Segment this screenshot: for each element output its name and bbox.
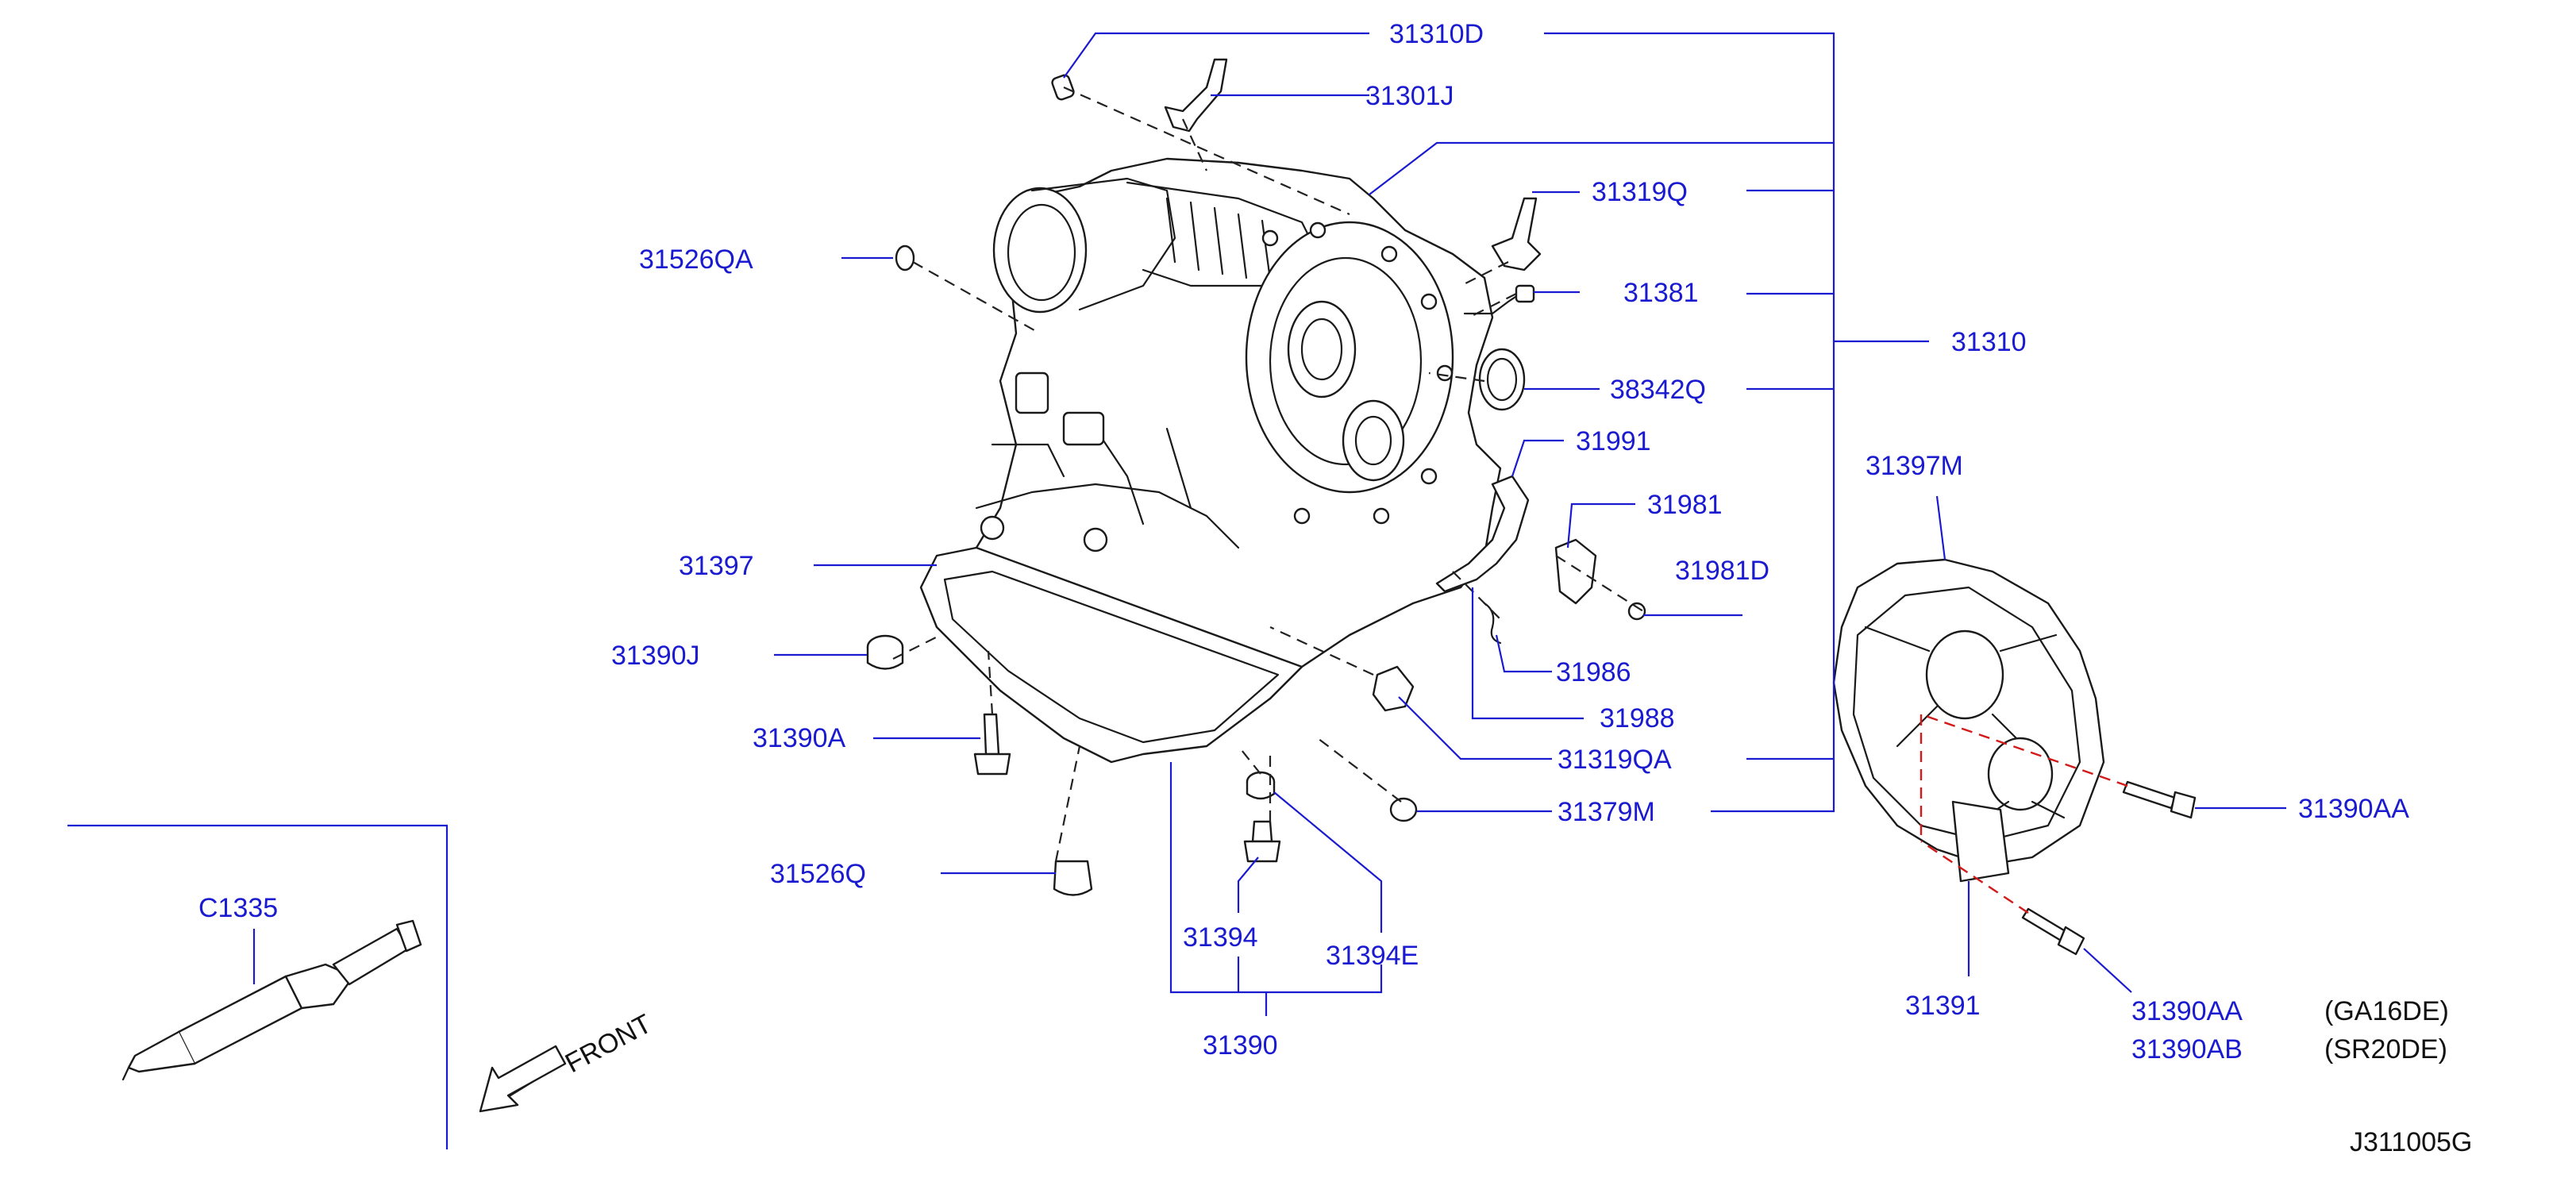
label-31310D: 31310D — [1389, 19, 1484, 49]
part-31319QA-switch — [1372, 665, 1415, 712]
label-31310: 31310 — [1951, 327, 2027, 357]
label-31981D: 31981D — [1675, 556, 1769, 586]
label-31319Q: 31319Q — [1592, 177, 1688, 207]
leader-lines — [252, 32, 2286, 1016]
part-31301J-breather — [1164, 58, 1228, 133]
label-31390J: 31390J — [611, 641, 700, 671]
label-31390AA-lower: 31390AA — [2131, 996, 2243, 1026]
part-31397M-housing-cover — [1832, 558, 2105, 883]
part-31381-fitting — [1463, 284, 1535, 315]
label-31397M: 31397M — [1866, 451, 1963, 481]
label-engine-ga16de: (GA16DE) — [2324, 996, 2449, 1026]
label-31991: 31991 — [1576, 426, 1651, 456]
label-31301J: 31301J — [1365, 81, 1454, 111]
label-front: FRONT — [560, 1009, 657, 1080]
label-31319QA: 31319QA — [1558, 745, 1672, 775]
part-31379M-plug — [1389, 797, 1418, 822]
part-C1335-sealant-tube — [121, 919, 422, 1081]
part-31526QA-oring — [895, 244, 915, 271]
sealant-inset-frame — [67, 824, 449, 1149]
label-31379M: 31379M — [1558, 797, 1655, 827]
label-31390A: 31390A — [753, 723, 846, 753]
label-31390AA-upper: 31390AA — [2298, 794, 2409, 824]
part-38342Q-oil-seal — [1478, 348, 1526, 411]
part-31310D-plug — [1051, 74, 1075, 101]
label-C1335: C1335 — [198, 893, 278, 923]
label-31981: 31981 — [1647, 490, 1723, 520]
front-direction-arrow-icon — [479, 1045, 567, 1113]
label-38342Q: 38342Q — [1610, 375, 1706, 405]
part-bracket-cluster — [1435, 475, 1646, 645]
part-31390J-grommet — [866, 634, 904, 670]
part-31390AA-bolt-lower — [2021, 907, 2085, 956]
label-31391: 31391 — [1905, 991, 1981, 1021]
label-31394E: 31394E — [1326, 941, 1419, 971]
label-31526QA: 31526QA — [639, 244, 753, 275]
part-31526Q-drain-plug — [1053, 860, 1093, 896]
label-31390AB: 31390AB — [2131, 1034, 2243, 1064]
label-31397: 31397 — [679, 551, 754, 581]
part-31390A-bolt — [973, 713, 1011, 776]
label-31394: 31394 — [1183, 922, 1258, 953]
part-31319Q-switch — [1491, 197, 1542, 271]
label-engine-sr20de: (SR20DE) — [2324, 1034, 2447, 1064]
part-31394E-grommet — [1246, 771, 1276, 800]
part-31394-plug — [1243, 820, 1281, 863]
label-31986: 31986 — [1556, 657, 1631, 687]
assembly-dash-lines — [892, 86, 2128, 914]
diagram-code: J311005G — [2350, 1127, 2472, 1157]
part-31390AA-bolt-upper — [2122, 780, 2197, 819]
label-31390: 31390 — [1203, 1030, 1278, 1061]
label-31988: 31988 — [1600, 703, 1675, 733]
transaxle-case-drawing — [919, 157, 1502, 764]
label-31526Q: 31526Q — [770, 859, 866, 889]
label-31381: 31381 — [1623, 278, 1699, 308]
